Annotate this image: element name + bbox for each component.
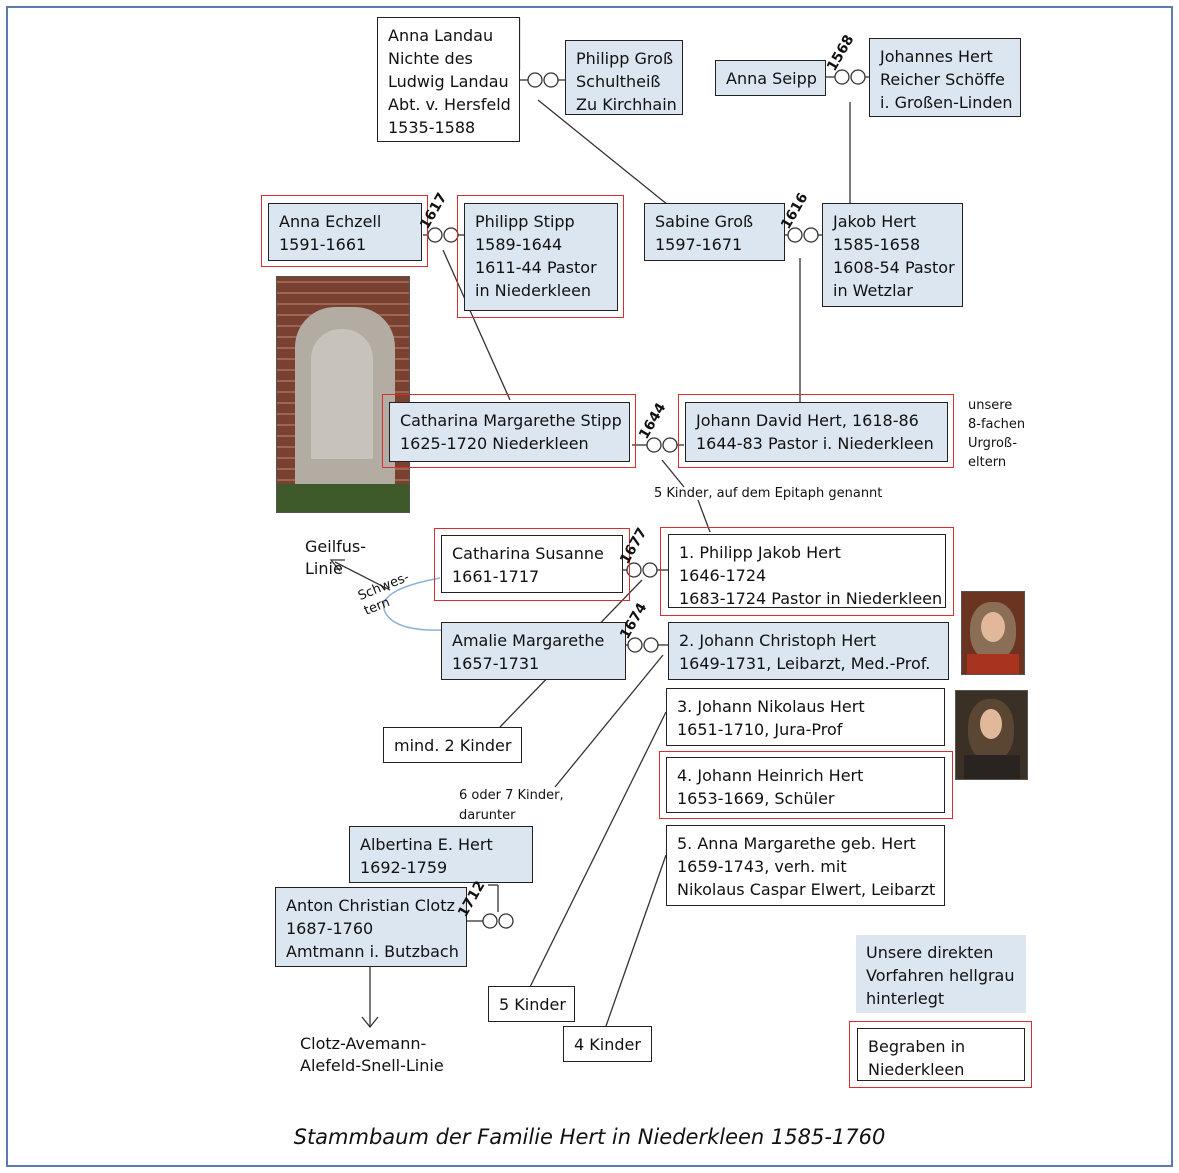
double-ring-icon [527, 72, 543, 88]
person-johann-christoph-hert: 2. Johann Christoph Hert 1649-1731, Leib… [668, 622, 949, 680]
buried-marker [457, 195, 624, 318]
buried-marker [659, 751, 953, 819]
person-catharina-margarethe-stipp: Catharina Margarethe Stipp 1625-1720 Nie… [389, 402, 630, 462]
buried-marker [434, 528, 630, 601]
person-jakob-hert: Jakob Hert 1585-1658 1608-54 Pastor in W… [822, 203, 963, 307]
children-five: 5 Kinder [488, 986, 575, 1022]
note-urgross: unsere 8-fachen Urgroß- eltern [968, 398, 1026, 470]
person-anton-christian-clotz: Anton Christian Clotz 1687-1760 Amtmann … [275, 887, 467, 967]
epitaph-panel [311, 329, 373, 459]
page-frame [6, 6, 1173, 1167]
person-philipp-gross: Philipp Groß Schultheiß Zu Kirchhain [565, 40, 683, 115]
buried-marker [382, 394, 636, 468]
person-johannes-hert: Johannes Hert Reicher Schöffe i. Großen-… [869, 38, 1021, 117]
note-six-seven-children: 6 oder 7 Kinder, darunter [459, 788, 564, 823]
children-four: 4 Kinder [563, 1026, 652, 1062]
children-mind-2: mind. 2 Kinder [383, 727, 522, 763]
double-ring-icon [427, 227, 443, 243]
double-ring-icon [498, 913, 514, 929]
double-ring-icon [643, 637, 659, 653]
diagram-caption: Stammbaum der Familie Hert in Niederklee… [293, 1125, 886, 1149]
person-johann-david-hert: Johann David Hert, 1618-86 1644-83 Pasto… [685, 402, 948, 462]
double-ring-icon [482, 913, 498, 929]
grass [277, 484, 409, 512]
legend-buried: Begraben in Niederkleen [857, 1028, 1025, 1081]
person-philipp-jakob-hert: 1. Philipp Jakob Hert 1646-1724 1683-172… [668, 534, 946, 608]
buried-marker [678, 394, 954, 468]
legend-ancestors: Unsere direkten Vorfahren hellgrau hinte… [856, 935, 1026, 1013]
double-ring-icon [662, 437, 678, 453]
note-epitaph: 5 Kinder, auf dem Epitaph genannt [654, 486, 883, 501]
buried-marker [261, 195, 428, 267]
note-clotz-line: Clotz-Avemann- Alefeld-Snell-Linie [300, 1034, 444, 1075]
double-ring-icon [443, 227, 459, 243]
note-geilfus-line: Geilfus- Linie [305, 537, 367, 578]
person-sabine-gross: Sabine Groß 1597-1671 [644, 203, 785, 261]
double-ring-icon [642, 562, 658, 578]
portrait-johann-nikolaus-hert [955, 690, 1028, 780]
person-amalie-margarethe: Amalie Margarethe 1657-1731 [441, 622, 626, 680]
person-catharina-susanne: Catharina Susanne 1661-1717 [441, 535, 623, 593]
double-ring-icon [803, 227, 819, 243]
person-anna-landau: Anna Landau Nichte des Ludwig Landau Abt… [377, 17, 521, 142]
person-anna-margarethe-hert: 5. Anna Margarethe geb. Hert 1659-1743, … [666, 825, 945, 906]
buried-marker [660, 527, 954, 616]
double-ring-icon [787, 227, 803, 243]
double-ring-icon [626, 562, 642, 578]
person-anna-seipp: Anna Seipp [715, 60, 826, 96]
person-johann-nikolaus-hert: 3. Johann Nikolaus Hert 1651-1710, Jura-… [666, 688, 945, 746]
double-ring-icon [627, 637, 643, 653]
double-ring-icon [834, 69, 850, 85]
double-ring-icon [646, 437, 662, 453]
person-anna-echzell: Anna Echzell 1591-1661 [268, 203, 422, 261]
person-albertina-hert: Albertina E. Hert 1692-1759 [349, 826, 533, 883]
person-label: Anna Landau Nichte des Ludwig Landau Abt… [388, 26, 511, 137]
portrait-johann-christoph-hert [961, 591, 1025, 675]
double-ring-icon [850, 69, 866, 85]
person-philipp-stipp: Philipp Stipp 1589-1644 1611-44 Pastor i… [464, 203, 618, 311]
double-ring-icon [543, 72, 559, 88]
legend-buried-marker [849, 1021, 1032, 1088]
person-johann-heinrich-hert: 4. Johann Heinrich Hert 1653-1669, Schül… [666, 757, 945, 813]
